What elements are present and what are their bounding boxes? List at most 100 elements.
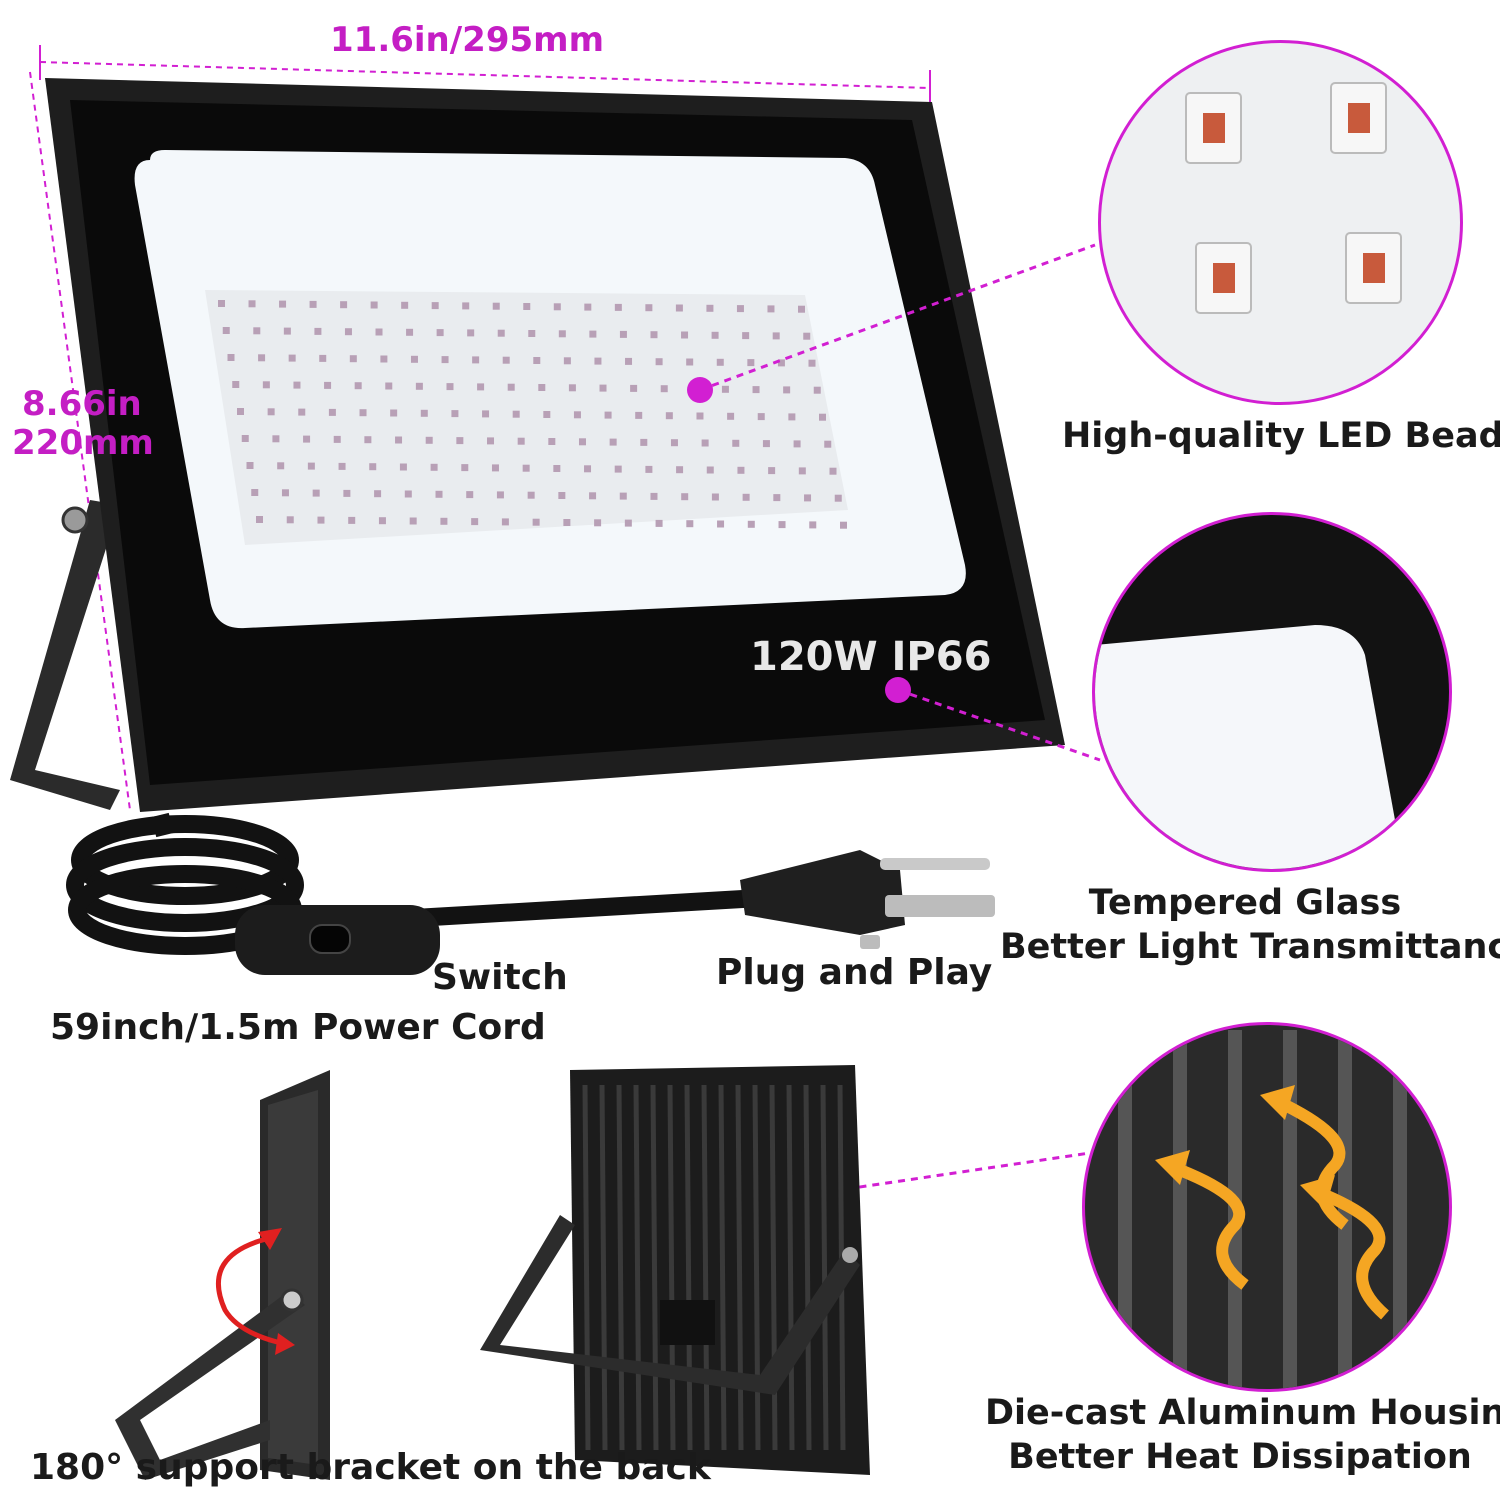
led-bead (747, 520, 755, 528)
led-bead (446, 383, 454, 391)
height-dimension-line2: 220mm (12, 423, 154, 464)
led-bead (222, 327, 230, 334)
glass-label-line2: Better Light Transmittance (1000, 926, 1500, 967)
led-bead (364, 436, 372, 444)
led-bead (309, 300, 317, 308)
led-bead (262, 381, 270, 389)
led-bead (717, 520, 725, 528)
rating-label: 120W IP66 (750, 634, 992, 680)
led-bead (431, 302, 439, 310)
led-bead (716, 358, 724, 366)
led-bead (307, 462, 315, 470)
led-bead (742, 332, 750, 340)
led-bead (482, 410, 490, 418)
led-bead (522, 464, 530, 472)
led-bead (788, 413, 796, 421)
led-bead (578, 438, 586, 446)
led-bead (472, 356, 480, 364)
led-bead (767, 305, 775, 313)
heatsink-fin (599, 1084, 608, 1451)
width-dimension-label: 11.6in/295mm (330, 20, 604, 60)
led-bead (406, 328, 414, 336)
led-bead (650, 492, 658, 500)
led-bead (660, 385, 668, 393)
led-bead (487, 437, 495, 445)
led-bead (319, 354, 327, 362)
led-bead (804, 494, 812, 502)
side-view-floodlight (115, 1070, 330, 1480)
led-bead (721, 385, 729, 393)
led-bead (430, 463, 438, 471)
led-bead (589, 330, 597, 338)
housing-label-line2: Better Heat Dissipation (1008, 1436, 1472, 1477)
led-bead (747, 359, 755, 367)
led-bead (461, 464, 469, 472)
led-bead (492, 302, 500, 310)
led-bead (370, 301, 378, 309)
led-bead (609, 438, 617, 446)
led-beads (218, 300, 847, 529)
led-bead (343, 489, 351, 497)
led-bead (348, 516, 356, 524)
led-bead (277, 462, 285, 470)
heatsink-fin (820, 1084, 829, 1451)
rotate-arrow (215, 1235, 291, 1348)
led-bead (773, 494, 781, 502)
led-bead (696, 412, 704, 420)
led-bead (227, 354, 235, 361)
heatsink-zoom (1082, 1022, 1452, 1392)
led-bead (374, 490, 382, 498)
led-bead (512, 410, 520, 418)
led-bead (670, 439, 678, 447)
led-bead (553, 303, 561, 311)
led-bead (619, 330, 627, 338)
led-bead (778, 521, 786, 529)
callout-dot-glass (885, 677, 911, 703)
power-cord (66, 812, 761, 955)
led-bead (395, 436, 403, 444)
led-bead (686, 520, 694, 528)
housing-label: Die-cast Aluminum Housing Better Heat Di… (985, 1392, 1500, 1480)
led-bead (624, 519, 632, 527)
led-bead (532, 518, 540, 526)
led-bead (462, 302, 470, 310)
heatsink-fin (684, 1084, 693, 1451)
led-bead (650, 331, 658, 339)
led-bead (456, 437, 464, 445)
heatsink-fin (633, 1084, 642, 1451)
led-bead (798, 305, 805, 313)
led-bead (471, 518, 479, 526)
led-array (205, 290, 848, 545)
led-bead (496, 491, 504, 499)
led-bead (477, 383, 485, 391)
led-bead (354, 382, 362, 390)
led-bead (425, 436, 433, 444)
led-bead (793, 440, 801, 448)
led-bead (538, 384, 546, 391)
led-bead (675, 304, 683, 312)
led-bead (665, 412, 673, 420)
led-bead (298, 408, 306, 416)
led-bead (768, 467, 776, 475)
led-beads-label: High-quality LED Beads (1062, 416, 1500, 456)
led-bead (409, 517, 417, 525)
led-bead (573, 411, 581, 419)
led-bead (517, 437, 525, 445)
led-bead (594, 519, 602, 527)
led-bead (635, 411, 643, 419)
led-bead (676, 466, 684, 474)
led-bead (279, 300, 287, 308)
led-bead (324, 381, 332, 389)
heatsink-fin (582, 1084, 591, 1451)
led-bead (491, 464, 499, 472)
led-bead (655, 358, 663, 366)
led-bead (390, 409, 398, 417)
led-bead (246, 462, 254, 469)
led-bead (333, 435, 341, 443)
led-bead (640, 438, 648, 446)
heatsink-fin (701, 1084, 710, 1451)
led-bead (467, 329, 475, 337)
led-bead (798, 467, 806, 475)
led-bead (533, 357, 541, 364)
